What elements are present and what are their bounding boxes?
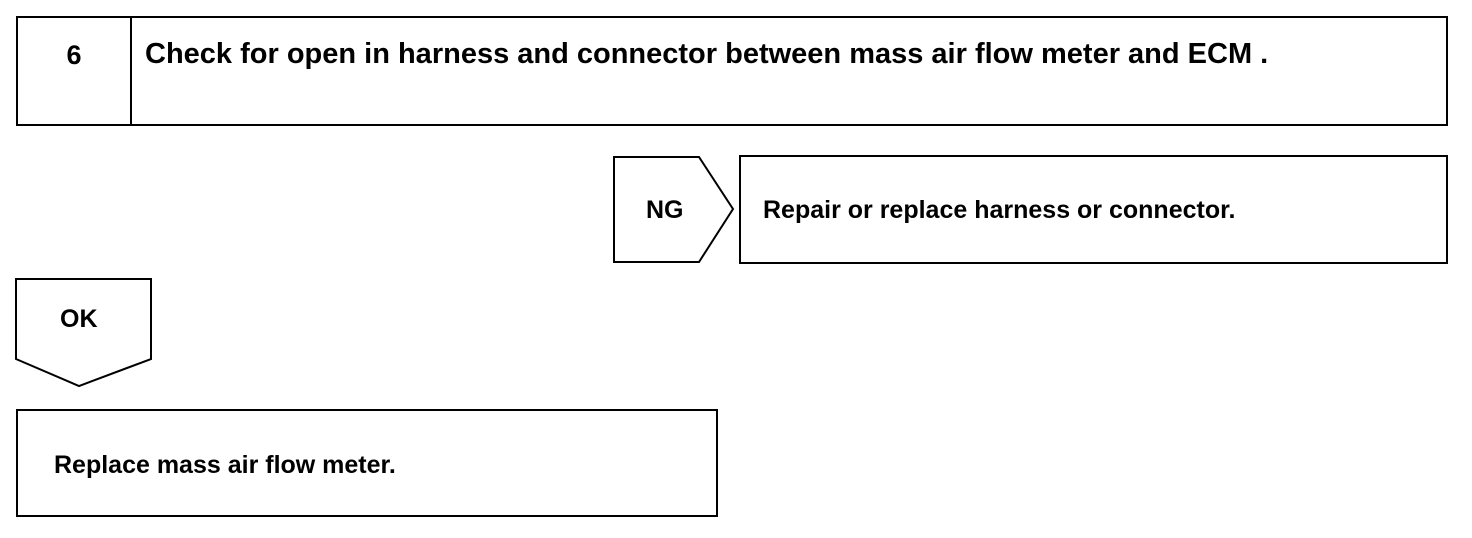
ng-tag-label: NG bbox=[646, 196, 684, 224]
step-number: 6 bbox=[66, 40, 82, 70]
step-divider bbox=[130, 18, 132, 124]
step-title: Check for open in harness and connector … bbox=[145, 38, 1269, 70]
ok-action-box: Replace mass air flow meter. bbox=[16, 409, 718, 517]
ok-tag-shape bbox=[15, 278, 152, 388]
ng-action-label: Repair or replace harness or connector. bbox=[763, 196, 1236, 224]
ok-tag-label: OK bbox=[60, 305, 98, 333]
step-box: 6 Check for open in harness and connecto… bbox=[16, 16, 1448, 126]
ok-action-label: Replace mass air flow meter. bbox=[54, 451, 396, 479]
ng-action-box: Repair or replace harness or connector. bbox=[739, 155, 1448, 264]
